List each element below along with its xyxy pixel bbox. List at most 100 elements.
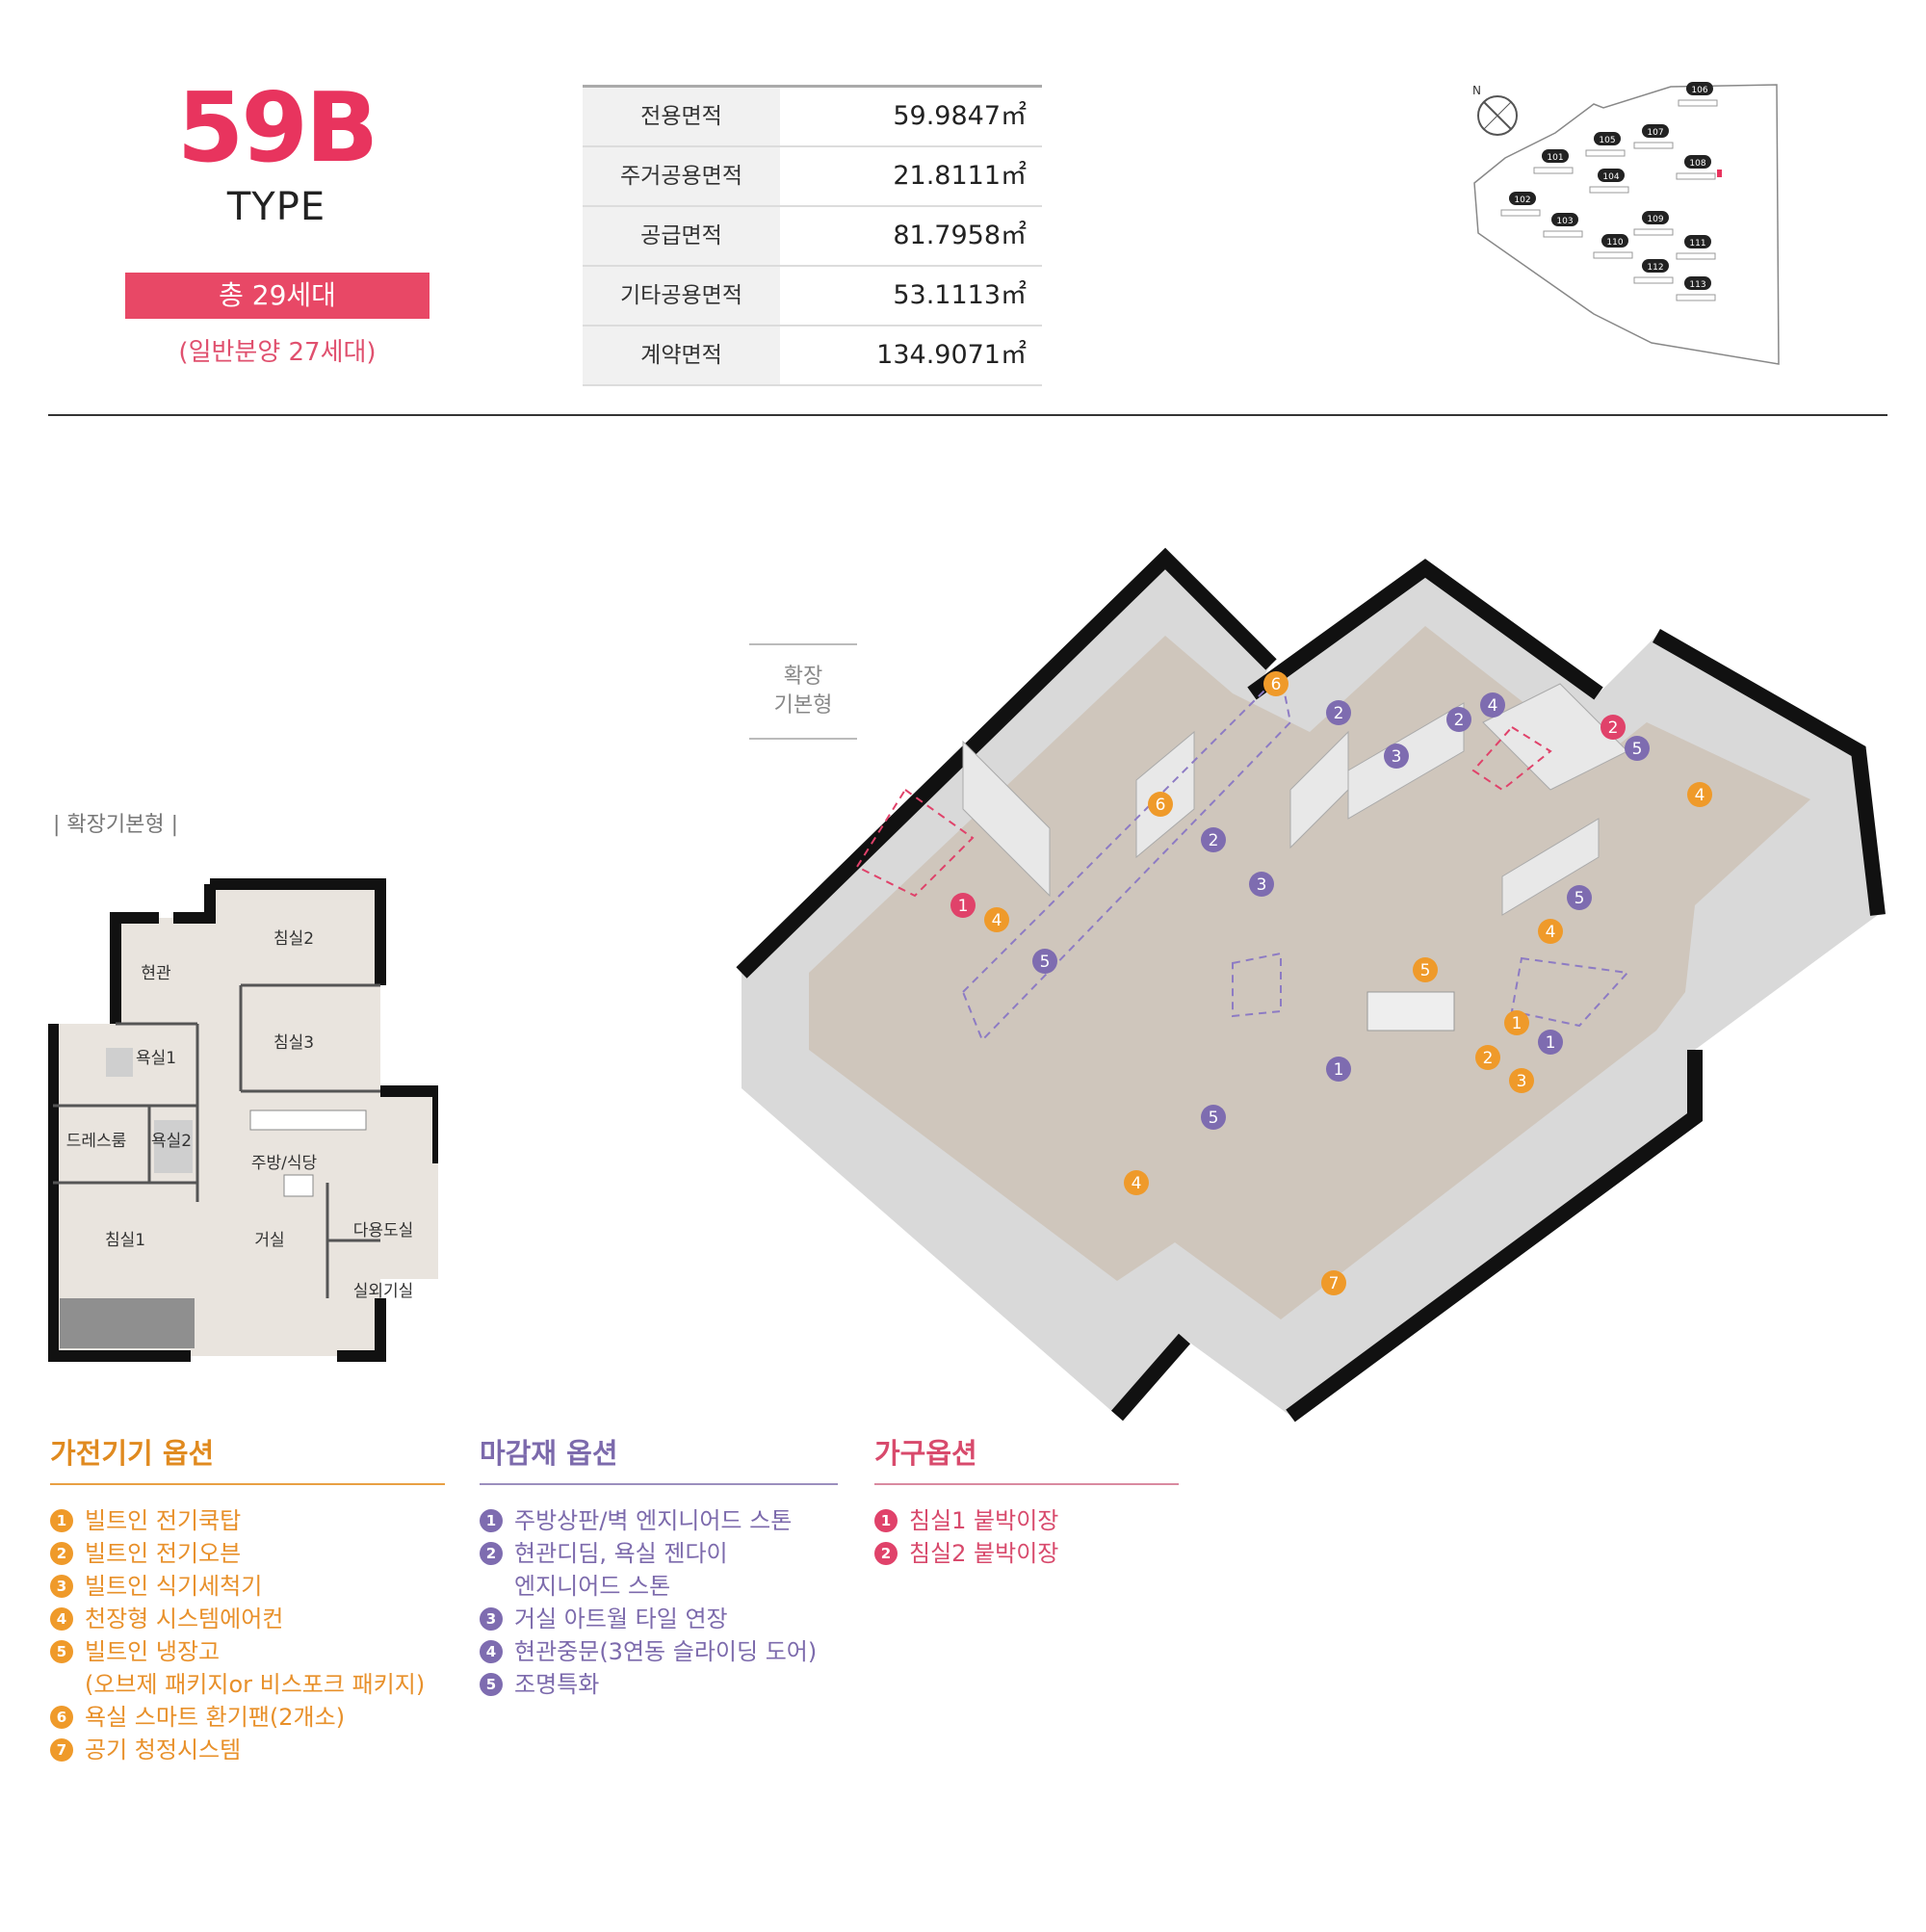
area-label: 계약면적 <box>583 326 780 384</box>
option-text: 조명특화 <box>514 1671 600 1698</box>
marker-number: 2 <box>1608 718 1619 738</box>
flat-floor-plan: 침실2 현관 침실3 욕실1 드레스룸 욕실2 주방/식당 침실1 거실 다용도… <box>48 878 438 1362</box>
option-text: 침실2 붙박이장 <box>909 1540 1059 1567</box>
appliance-option-marker-icon: 1 <box>1504 1010 1529 1035</box>
finish-option-marker-icon: 2 <box>1201 827 1226 852</box>
site-building-label: 102 <box>1514 196 1530 205</box>
site-building: 101 <box>1533 149 1574 174</box>
appliance-option-marker-icon: 7 <box>1321 1270 1346 1295</box>
marker-number: 1 <box>1334 1060 1344 1080</box>
area-value: 21.8111㎡ <box>893 161 1027 191</box>
site-building-label: 112 <box>1647 263 1663 273</box>
finish-option-marker-icon: 2 <box>1446 707 1471 732</box>
option-number-icon: 7 <box>50 1738 73 1762</box>
site-building: 106 <box>1678 82 1718 107</box>
site-building-label: 107 <box>1647 128 1663 138</box>
furniture-zones <box>855 725 1552 898</box>
option-number-icon: 2 <box>480 1542 503 1565</box>
marker-number: 1 <box>1512 1014 1523 1033</box>
site-building: 111 <box>1676 235 1716 260</box>
marker-number: 4 <box>992 911 1002 930</box>
option-number-icon: 2 <box>50 1542 73 1565</box>
option-text: 침실1 붙박이장 <box>909 1507 1059 1534</box>
area-label: 전용면적 <box>583 88 780 145</box>
area-value: 53.1113㎡ <box>893 280 1027 310</box>
finish-option-marker-icon: 5 <box>1201 1105 1226 1130</box>
appliance-option-marker-icon: 6 <box>1148 792 1173 817</box>
marker-number: 2 <box>1483 1049 1494 1068</box>
furniture-option-marker-icon: 2 <box>1601 715 1626 740</box>
marker-number: 6 <box>1271 675 1282 694</box>
site-building-label: 113 <box>1689 280 1705 290</box>
model-walls <box>736 547 1886 1423</box>
kitchen-island <box>283 1174 314 1197</box>
site-building-label: 104 <box>1602 172 1619 182</box>
option-text: 빌트인 전기쿡탑 <box>85 1507 242 1534</box>
option-text: 거실 아트월 타일 연장 <box>514 1606 728 1632</box>
room-utility: 다용도실 <box>353 1221 414 1240</box>
option-text: 빌트인 식기세척기 <box>85 1573 263 1600</box>
option-number-icon: 3 <box>480 1607 503 1631</box>
option-number-icon: 1 <box>874 1509 898 1532</box>
finish-option-marker-icon: 3 <box>1249 872 1274 897</box>
appliance-option-marker-icon: 6 <box>1263 671 1288 696</box>
finish-option-marker-icon: 1 <box>1538 1030 1563 1055</box>
option-text: 빌트인 냉장고 (오브제 패키지or 비스포크 패키지) <box>85 1638 426 1698</box>
option-number-icon: 6 <box>50 1706 73 1729</box>
option-text: 현관디딤, 욕실 젠다이 엔지니어드 스톤 <box>514 1540 728 1600</box>
plan-caption: | 확장기본형 | <box>53 813 179 837</box>
area-label: 공급면적 <box>583 207 780 265</box>
site-building: 113 <box>1676 276 1716 301</box>
marker-number: 4 <box>1695 786 1705 805</box>
finish-option-marker-icon: 5 <box>1625 736 1650 761</box>
appliance-option-marker-icon: 3 <box>1509 1068 1534 1093</box>
finish-options-title: 마감재 옵션 <box>480 1431 838 1485</box>
finish-option-marker-icon: 2 <box>1326 700 1351 725</box>
marker-number: 6 <box>1156 796 1166 815</box>
room-dressroom: 드레스룸 <box>66 1132 127 1151</box>
site-outline <box>1473 84 1780 365</box>
appliance-option-marker-icon: 4 <box>1538 919 1563 944</box>
area-table: 전용면적 59.9847㎡ 주거공용면적 21.8111㎡ 공급면적 81.79… <box>583 85 1042 386</box>
marker-number: 2 <box>1454 711 1465 730</box>
site-building-label: 106 <box>1691 86 1707 95</box>
interior-walls <box>53 983 380 1298</box>
option-number-icon: 3 <box>50 1575 73 1598</box>
area-label: 주거공용면적 <box>583 147 780 205</box>
type-label: TYPE <box>226 185 326 229</box>
room-entrance: 현관 <box>141 964 170 983</box>
site-building-label: 105 <box>1599 136 1615 145</box>
option-text: 공기 청정시스템 <box>85 1736 242 1763</box>
marker-number: 3 <box>1257 875 1267 895</box>
bath2-fixture <box>154 1120 193 1173</box>
site-building-label: 110 <box>1606 238 1623 248</box>
marker-number: 1 <box>958 897 969 916</box>
room-living: 거실 <box>254 1231 284 1250</box>
finish-option-marker-icon: 1 <box>1326 1057 1351 1082</box>
site-building-label: 101 <box>1547 153 1563 163</box>
room-outdoor-unit: 실외기실 <box>353 1282 414 1301</box>
finish-zones <box>961 671 1630 1042</box>
marker-number: 2 <box>1334 704 1344 723</box>
room-bed1: 침실1 <box>105 1231 145 1250</box>
section-divider <box>48 414 1887 416</box>
option-item: 2 현관디딤, 욕실 젠다이 엔지니어드 스톤 <box>480 1537 838 1603</box>
marker-number: 5 <box>1632 740 1643 759</box>
exterior-walls <box>48 878 438 1362</box>
kitchen-counter <box>1366 991 1455 1031</box>
site-building: 104 <box>1589 169 1629 194</box>
site-building: 103 <box>1543 213 1583 238</box>
type-code: 59B <box>176 71 378 184</box>
option-item: 3 빌트인 식기세척기 <box>50 1570 445 1603</box>
appliance-option-marker-icon: 2 <box>1475 1045 1500 1070</box>
option-number-icon: 1 <box>480 1509 503 1532</box>
marker-number: 1 <box>1546 1033 1556 1053</box>
room-bed2: 침실2 <box>273 929 314 949</box>
furniture-options-title: 가구옵션 <box>874 1431 1179 1485</box>
